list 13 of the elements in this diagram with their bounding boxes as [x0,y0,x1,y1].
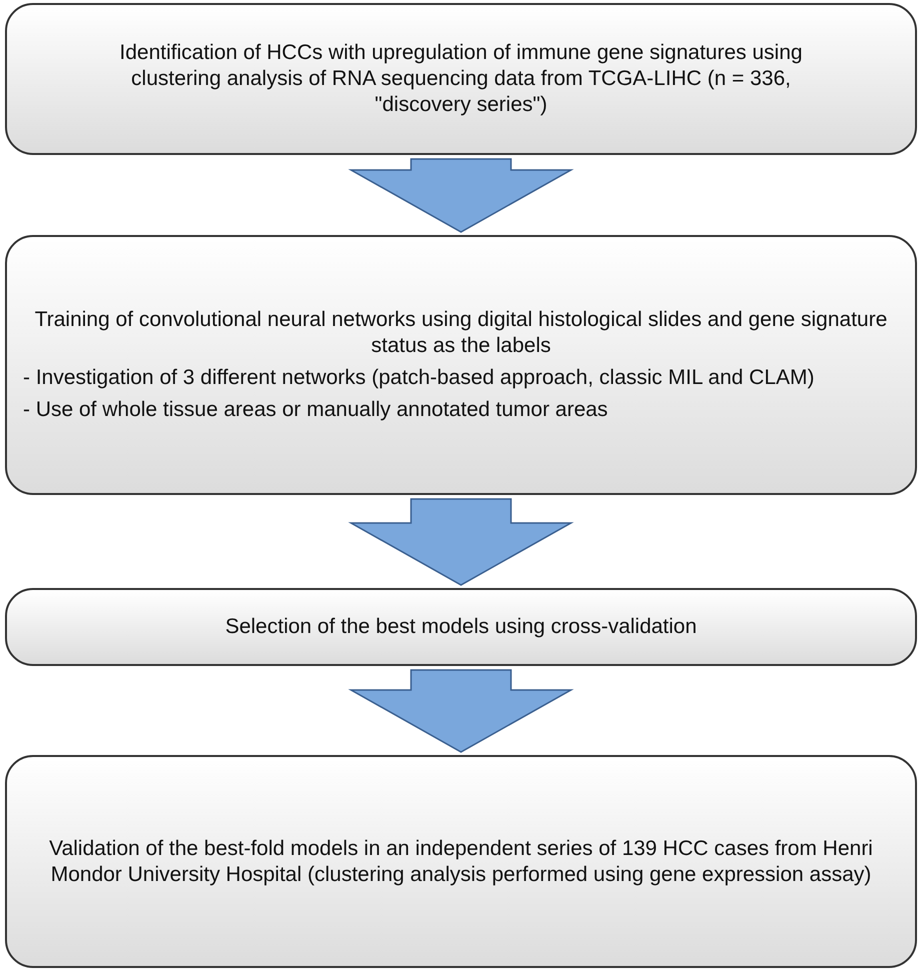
process-box [5,235,917,495]
block-arrow [348,498,574,586]
step-text: Selection of the best models using cross-validation [224,614,698,640]
step-text: Training of convolutional neural networks using digital histological slides and gene signature status as the labels [34,307,888,359]
step-text: Identification of HCCs with upregulation of immune gene signatures using clustering analysis of RNA sequencing data from TCGA-LIHC (n = 336, "discovery series") [118,40,804,118]
bullet-text: - Investigation of 3 different networks (patch-based approach, classic MIL and CLAM) [23,365,816,391]
process-box [5,3,917,155]
process-box [5,588,917,666]
block-arrow [348,669,574,753]
step-text: Validation of the best-fold models in an independent series of 139 HCC cases from Henri Mondor University Hospital (clustering analysis performed using gene expression assay) [48,836,874,888]
process-box [5,755,917,968]
bullet-text: - Use of whole tissue areas or manually annotated tumor areas [23,397,609,423]
block-arrow [348,158,574,233]
